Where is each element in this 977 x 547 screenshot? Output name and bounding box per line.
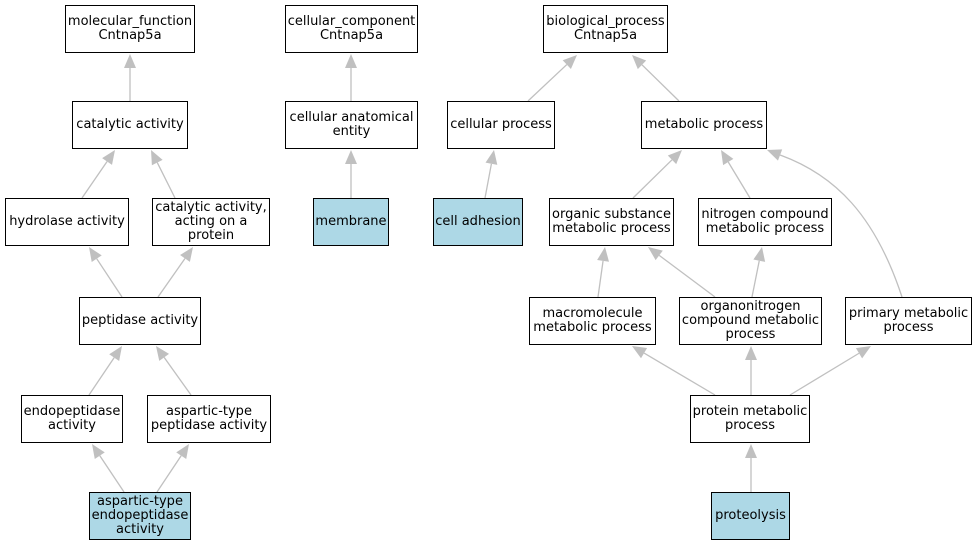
edge-organonitrogen-to-nitrogen_comp bbox=[751, 260, 760, 298]
node-label: endopeptidase activity bbox=[23, 404, 121, 433]
edge-macromolecule-to-organic_subst bbox=[597, 260, 604, 298]
edge-protein_metab-to-macromolecule bbox=[643, 352, 716, 396]
node-metabolic-process[interactable]: metabolic process bbox=[641, 101, 767, 149]
node-label: aspartic-type endopeptidase activity bbox=[91, 494, 189, 537]
edge-cell_adhesion-to-cellular_process-arrowhead bbox=[485, 150, 498, 165]
edge-organic_subst-to-metabolic-arrowhead bbox=[667, 150, 682, 165]
node-label: protein metabolic process bbox=[692, 404, 808, 433]
node-macromolecule-metabolic-process[interactable]: macromolecule metabolic process bbox=[529, 297, 656, 345]
node-label: catalytic activity bbox=[76, 117, 184, 132]
edge-cellular_process-to-bp_root-arrowhead bbox=[562, 55, 577, 69]
node-label: cellular_component Cntnap5a bbox=[287, 14, 416, 43]
edge-endopeptidase-to-peptidase bbox=[88, 357, 115, 396]
edge-aspartic_pept-to-peptidase-arrowhead bbox=[156, 346, 170, 361]
edge-protein_metab-to-macromolecule-arrowhead bbox=[632, 346, 648, 359]
node-label: molecular_function Cntnap5a bbox=[67, 14, 193, 43]
node-cellular-component-root[interactable]: cellular_component Cntnap5a bbox=[285, 5, 418, 53]
edge-nitrogen_comp-to-metabolic-arrowhead bbox=[721, 150, 734, 166]
node-label: cellular process bbox=[450, 117, 552, 132]
node-label: primary metabolic process bbox=[848, 306, 969, 335]
node-biological-process-root[interactable]: biological_process Cntnap5a bbox=[543, 5, 668, 53]
edge-aspartic_endo-to-aspartic_pept bbox=[156, 455, 182, 493]
node-label: metabolic process bbox=[644, 117, 764, 132]
node-endopeptidase-activity[interactable]: endopeptidase activity bbox=[21, 395, 123, 443]
node-label: organic substance metabolic process bbox=[552, 207, 671, 236]
node-label: hydrolase activity bbox=[9, 214, 125, 229]
edge-nitrogen_comp-to-metabolic bbox=[727, 161, 751, 199]
node-catalytic-activity[interactable]: catalytic activity bbox=[72, 101, 188, 149]
edge-membrane-to-cellular_anatomical-arrowhead bbox=[345, 150, 357, 164]
node-label: aspartic-type peptidase activity bbox=[150, 404, 268, 433]
edge-peptidase-to-cat_protein-arrowhead bbox=[180, 247, 193, 262]
edge-protein_metab-to-primary_metab-arrowhead bbox=[855, 346, 871, 359]
node-label: cellular anatomical entity bbox=[289, 110, 414, 139]
node-label: nitrogen compound metabolic process bbox=[701, 207, 829, 236]
node-proteolysis[interactable]: proteolysis bbox=[711, 492, 790, 540]
edge-protein_metab-to-organonitrogen-arrowhead bbox=[745, 346, 757, 360]
node-hydrolase-activity[interactable]: hydrolase activity bbox=[5, 198, 129, 246]
edge-macromolecule-to-organic_subst-arrowhead bbox=[597, 247, 610, 262]
edge-proteolysis-to-protein_metab-arrowhead bbox=[745, 444, 757, 458]
edge-aspartic_endo-to-aspartic_pept-arrowhead bbox=[176, 444, 189, 459]
edge-hydrolase-to-catalytic-arrowhead bbox=[102, 150, 115, 165]
node-aspartic-type-endopeptidase-activity[interactable]: aspartic-type endopeptidase activity bbox=[89, 492, 191, 540]
edge-endopeptidase-to-peptidase-arrowhead bbox=[109, 346, 122, 361]
node-label: membrane bbox=[315, 214, 387, 229]
edge-peptidase-to-hydrolase-arrowhead bbox=[89, 247, 102, 262]
node-label: peptidase activity bbox=[81, 313, 199, 328]
edge-primary_metab-to-metabolic bbox=[779, 154, 903, 298]
node-label: macromolecule metabolic process bbox=[533, 306, 652, 335]
edge-organonitrogen-to-nitrogen_comp-arrowhead bbox=[753, 247, 766, 262]
node-label: catalytic activity, acting on a protein bbox=[155, 200, 267, 243]
edge-aspartic_pept-to-peptidase bbox=[163, 357, 192, 396]
node-peptidase-activity[interactable]: peptidase activity bbox=[79, 297, 201, 345]
edge-organonitrogen-to-organic_subst-arrowhead bbox=[648, 247, 663, 261]
edge-cat_protein-to-catalytic bbox=[156, 162, 176, 199]
edge-primary_metab-to-metabolic-arrowhead bbox=[767, 149, 783, 161]
node-cellular-anatomical-entity[interactable]: cellular anatomical entity bbox=[285, 101, 418, 149]
node-nitrogen-compound-metabolic-process[interactable]: nitrogen compound metabolic process bbox=[698, 198, 832, 246]
node-catalytic-activity-on-protein[interactable]: catalytic activity, acting on a protein bbox=[152, 198, 270, 246]
edge-cellular_anatomical-to-cc_root-arrowhead bbox=[345, 54, 357, 68]
node-label: biological_process Cntnap5a bbox=[546, 14, 665, 43]
edge-organic_subst-to-metabolic bbox=[632, 159, 673, 199]
edge-cat_protein-to-catalytic-arrowhead bbox=[151, 150, 163, 166]
edge-peptidase-to-hydrolase bbox=[96, 258, 123, 298]
node-label: cell adhesion bbox=[435, 214, 521, 229]
node-primary-metabolic-process[interactable]: primary metabolic process bbox=[845, 297, 972, 345]
edge-metabolic-to-bp_root-arrowhead bbox=[632, 55, 647, 70]
node-cellular-process[interactable]: cellular process bbox=[447, 101, 555, 149]
edge-catalytic-to-mf_root-arrowhead bbox=[124, 54, 136, 68]
edge-protein_metab-to-primary_metab bbox=[789, 352, 860, 396]
node-label: proteolysis bbox=[715, 508, 786, 523]
edge-cellular_process-to-bp_root bbox=[527, 64, 568, 102]
edge-aspartic_endo-to-endopeptidase-arrowhead bbox=[92, 444, 105, 459]
edge-organonitrogen-to-organic_subst bbox=[658, 254, 716, 298]
node-protein-metabolic-process[interactable]: protein metabolic process bbox=[690, 395, 810, 443]
node-aspartic-type-peptidase-activity[interactable]: aspartic-type peptidase activity bbox=[147, 395, 271, 443]
node-organonitrogen-compound-metabolic-process[interactable]: organonitrogen compound metabolic proces… bbox=[679, 297, 822, 345]
edge-metabolic-to-bp_root bbox=[641, 64, 680, 102]
node-label: organonitrogen compound metabolic proces… bbox=[681, 299, 820, 342]
node-organic-substance-metabolic-process[interactable]: organic substance metabolic process bbox=[549, 198, 674, 246]
edge-hydrolase-to-catalytic bbox=[81, 161, 108, 199]
node-cell-adhesion[interactable]: cell adhesion bbox=[433, 198, 523, 246]
edge-aspartic_endo-to-endopeptidase bbox=[99, 455, 125, 493]
node-membrane[interactable]: membrane bbox=[313, 198, 389, 246]
edge-peptidase-to-cat_protein bbox=[157, 258, 186, 298]
node-molecular-function-root[interactable]: molecular_function Cntnap5a bbox=[65, 5, 195, 53]
edge-cell_adhesion-to-cellular_process bbox=[484, 163, 493, 199]
